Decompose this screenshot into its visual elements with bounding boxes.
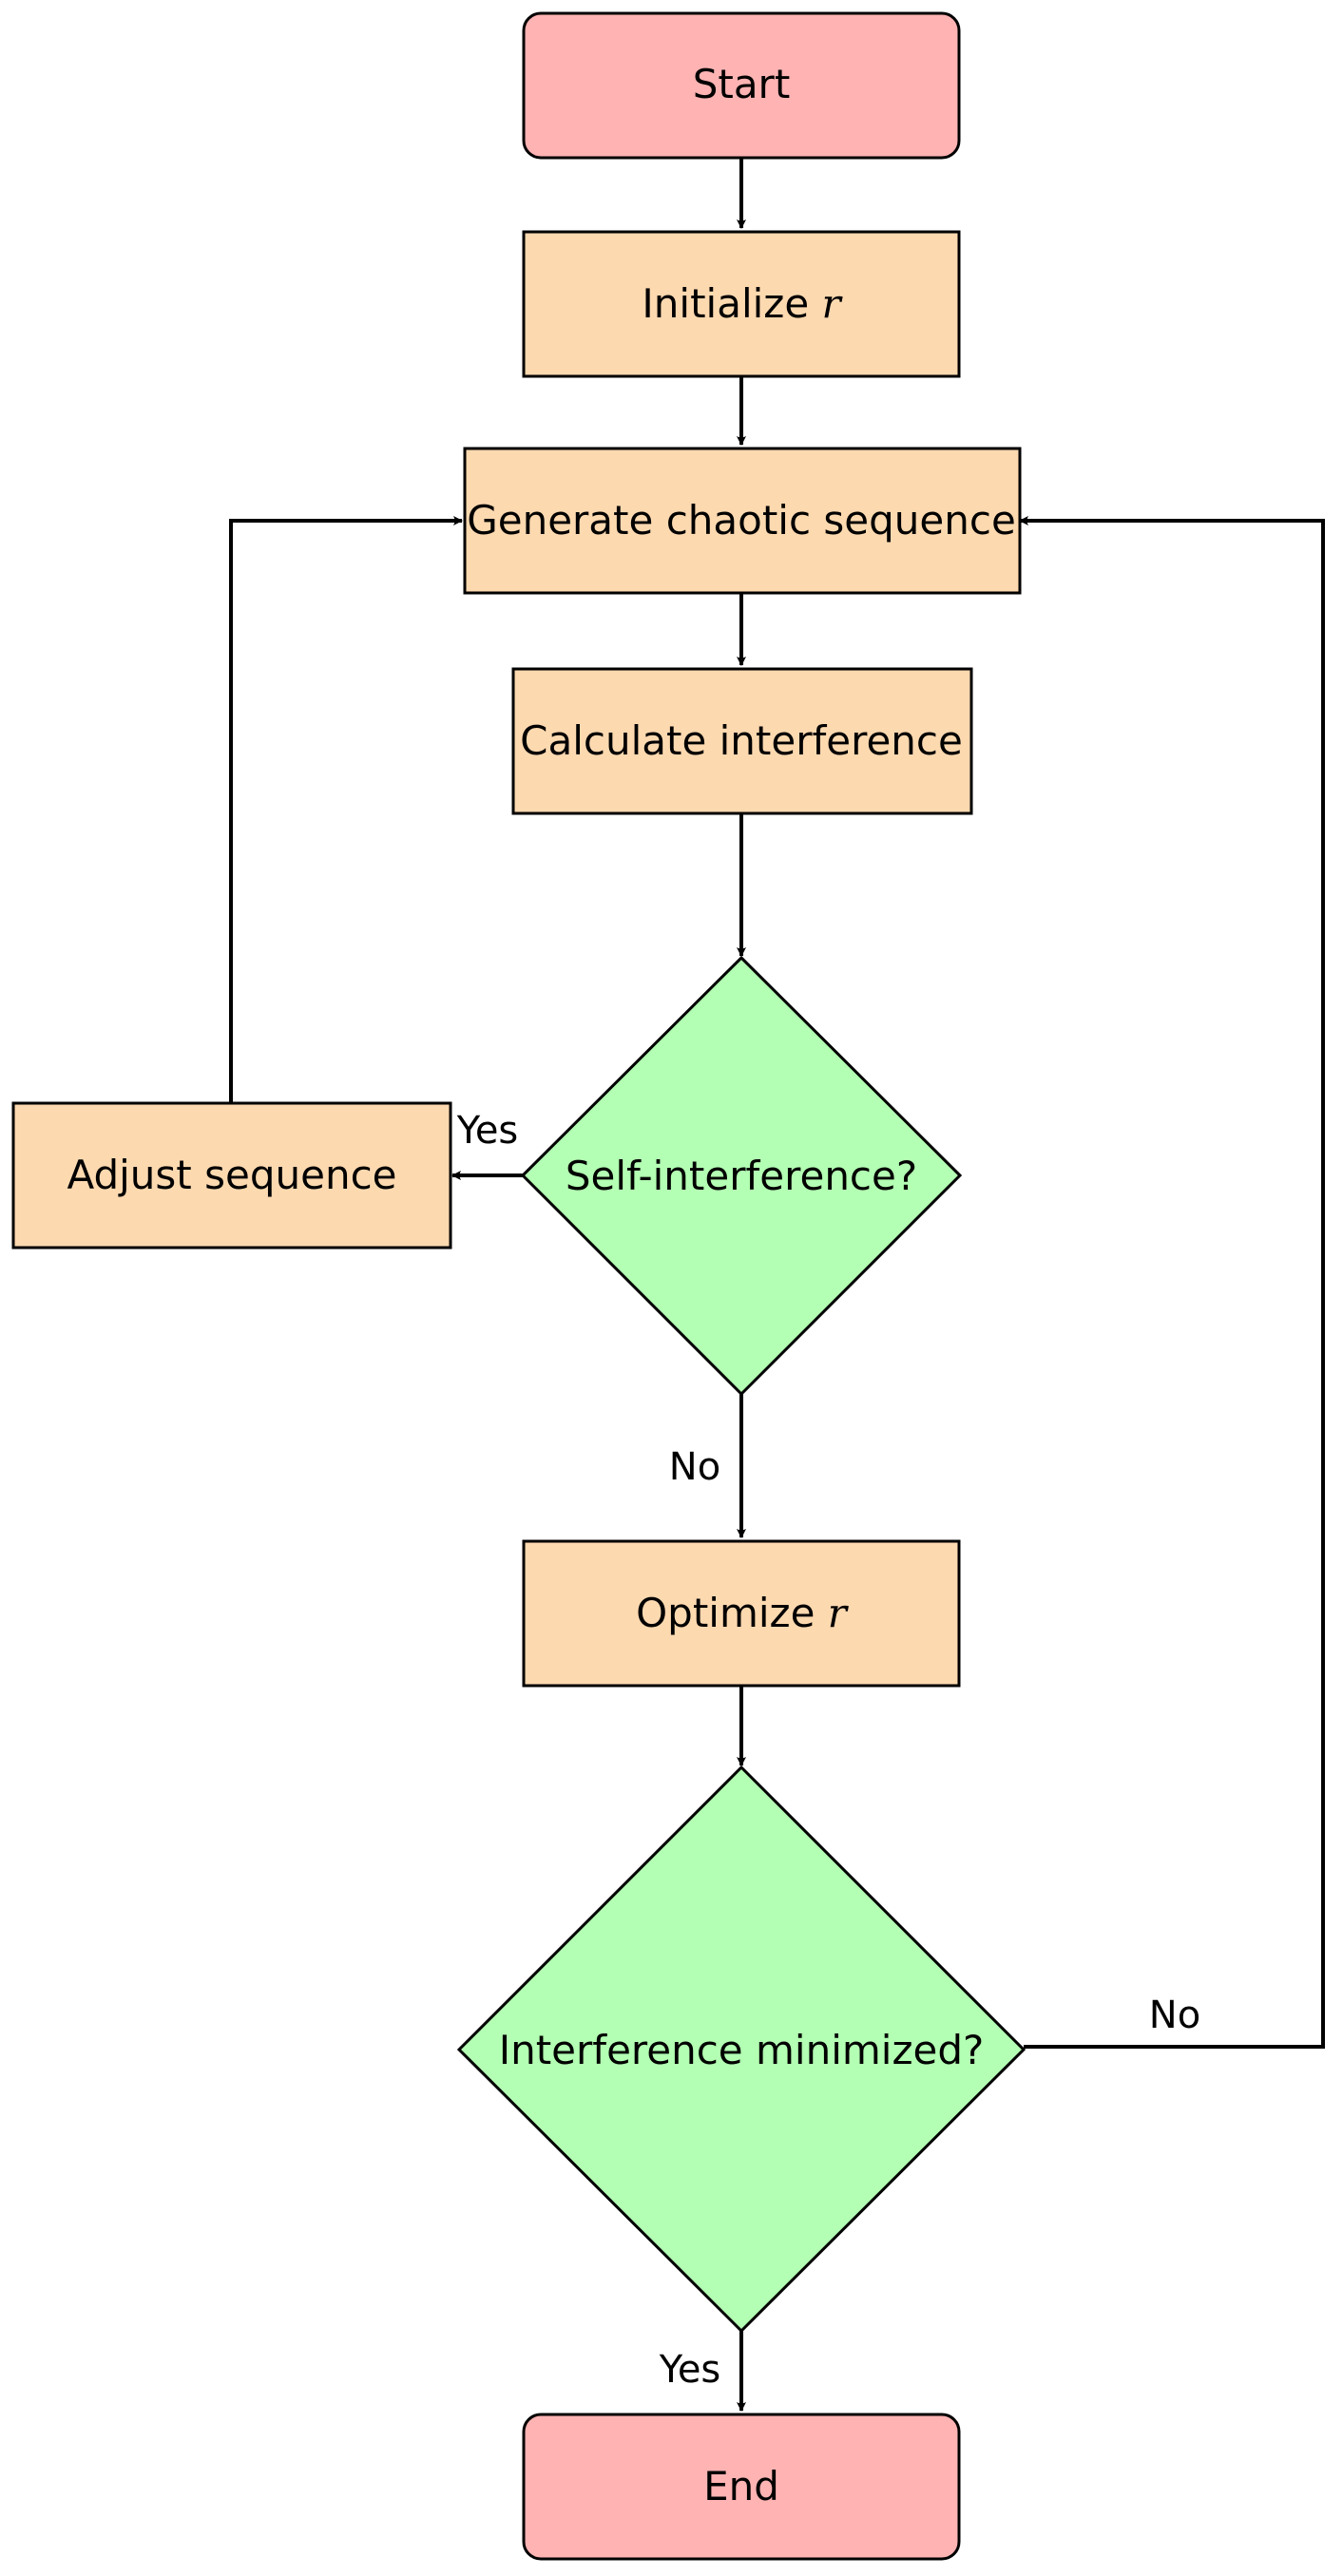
calculate-shape <box>511 667 973 815</box>
optimize-label-var: r <box>828 1590 850 1636</box>
node-optimize: Optimize r <box>522 1539 961 1688</box>
optimize-label: Optimize r <box>636 1590 850 1636</box>
minimized-label: Interference minimized? <box>499 2027 985 2073</box>
end-label: End <box>703 2463 779 2509</box>
edge-label-min-yes: Yes <box>659 2348 721 2392</box>
edge-adjust-generate <box>229 516 463 1102</box>
edge-labels: Yes No No Yes <box>456 1109 1200 2392</box>
calculate-label: Calculate interference <box>520 717 963 764</box>
node-end: End <box>522 2413 961 2561</box>
node-self-interference: Self-interference? <box>520 955 963 1397</box>
node-calculate: Calculate interference <box>511 667 973 815</box>
edge-label-self-no: No <box>669 1445 720 1489</box>
generate-label: Generate chaotic sequence <box>467 497 1016 544</box>
edges <box>229 158 1325 2412</box>
edge-minimized-generate <box>1019 516 1325 2049</box>
initialize-label: Initialize r <box>642 280 843 327</box>
edge-label-self-yes: Yes <box>456 1109 519 1153</box>
optimize-shape <box>522 1539 961 1688</box>
minimized-shape <box>456 1765 1026 2334</box>
adjust-shape <box>11 1101 452 1250</box>
self-interference-shape <box>520 955 963 1397</box>
initialize-label-text: Initialize <box>642 280 821 327</box>
node-adjust: Adjust sequence <box>11 1101 452 1250</box>
node-generate: Generate chaotic sequence <box>463 447 1022 595</box>
node-start: Start <box>522 11 961 160</box>
node-minimized: Interference minimized? <box>456 1765 1026 2334</box>
end-shape <box>522 2413 961 2561</box>
start-shape <box>522 11 961 160</box>
self-interference-label: Self-interference? <box>566 1153 917 1199</box>
initialize-shape <box>522 230 961 378</box>
generate-shape <box>463 447 1022 595</box>
adjust-label: Adjust sequence <box>67 1152 396 1198</box>
initialize-label-var: r <box>822 280 844 327</box>
start-label: Start <box>693 61 791 107</box>
optimize-label-text: Optimize <box>636 1590 828 1636</box>
edge-label-min-no: No <box>1149 1994 1200 2037</box>
node-initialize: Initialize r <box>522 230 961 378</box>
